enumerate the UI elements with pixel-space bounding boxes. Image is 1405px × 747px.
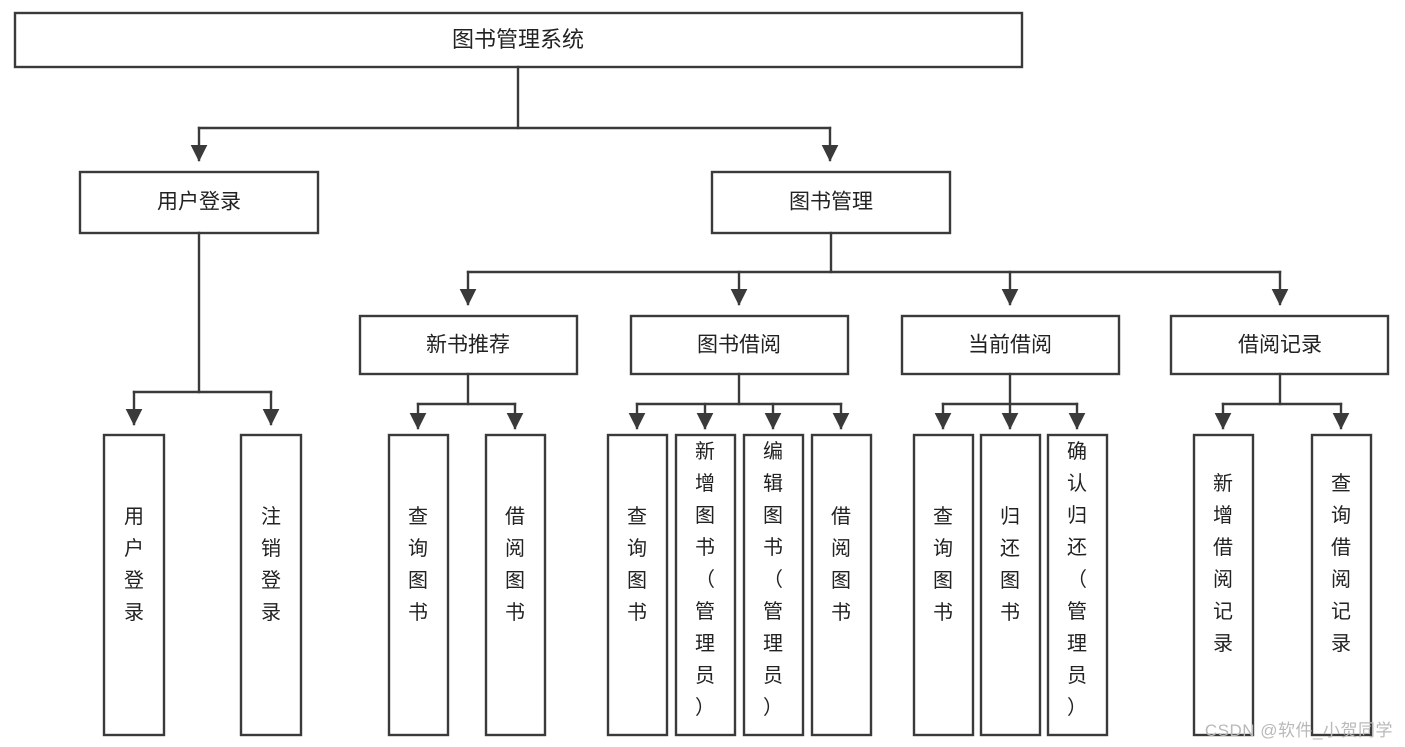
leaf-borrow-record-0[interactable]: 新增借阅记录 [1192, 433, 1255, 737]
leaf-borrow-record-1[interactable]: 查询借阅记录 [1310, 433, 1373, 737]
leaf-book-borrow-3-label: 借阅图书 [831, 505, 851, 624]
leaf-current-borrow-1[interactable]: 归还图书 [979, 433, 1042, 737]
leaf-current-borrow-0-label: 查询图书 [933, 505, 953, 624]
leaf-book-borrow-0[interactable]: 查询图书 [606, 433, 669, 737]
leaf-new-book-recommend-1-label: 借阅图书 [505, 505, 525, 624]
connector-user-login-to-leaves [125, 231, 280, 426]
leaf-book-borrow-1[interactable]: 新增图书（管理员） [674, 433, 737, 737]
leaf-user-login-1-label: 注销登录 [261, 505, 281, 624]
leaf-book-borrow-2-label: 编辑图书（管理员） [763, 440, 783, 719]
leaf-new-book-recommend-1[interactable]: 借阅图书 [484, 433, 547, 737]
node-root-label: 图书管理系统 [452, 27, 584, 52]
leaf-borrow-record-0-label: 新增借阅记录 [1213, 472, 1233, 655]
leaf-current-borrow-2[interactable]: 确认归还（管理员） [1046, 433, 1109, 737]
leaf-new-book-recommend-0[interactable]: 查询图书 [387, 433, 450, 737]
connector-new-book-recommend-to-leaves [409, 372, 524, 430]
node-book-management-label: 图书管理 [789, 191, 873, 214]
connector-book-management-to-level3 [459, 231, 1289, 306]
connector-book-borrow-to-leaves [628, 372, 850, 430]
node-current-borrow[interactable]: 当前借阅 [900, 314, 1121, 376]
leaf-current-borrow-0[interactable]: 查询图书 [912, 433, 975, 737]
node-user-login-label: 用户登录 [157, 191, 241, 214]
node-book-borrow[interactable]: 图书借阅 [629, 314, 850, 376]
leaf-new-book-recommend-0-label: 查询图书 [408, 505, 428, 624]
node-borrow-record[interactable]: 借阅记录 [1169, 314, 1390, 376]
leaf-user-login-0[interactable]: 用户登录 [102, 433, 166, 737]
leaf-borrow-record-1-label: 查询借阅记录 [1331, 472, 1351, 655]
leaf-current-borrow-2-label: 确认归还（管理员） [1067, 440, 1087, 719]
node-current-borrow-label: 当前借阅 [968, 334, 1052, 357]
node-user-login[interactable]: 用户登录 [78, 170, 320, 235]
node-new-book-recommend-label: 新书推荐 [426, 334, 510, 357]
leaf-book-borrow-1-label: 新增图书（管理员） [695, 440, 715, 719]
node-borrow-record-label: 借阅记录 [1238, 334, 1322, 357]
node-book-management[interactable]: 图书管理 [710, 170, 952, 235]
leaf-user-login-0-label: 用户登录 [124, 506, 144, 624]
leaf-current-borrow-1-label: 归还图书 [1000, 505, 1020, 624]
node-root[interactable]: 图书管理系统 [13, 11, 1024, 69]
leaf-book-borrow-2[interactable]: 编辑图书（管理员） [742, 433, 805, 737]
connector-borrow-record-to-leaves [1214, 372, 1350, 430]
node-book-borrow-label: 图书借阅 [697, 334, 781, 357]
leaf-user-login-1[interactable]: 注销登录 [239, 433, 303, 737]
connector-root-to-level2 [190, 65, 839, 162]
leaf-book-borrow-3[interactable]: 借阅图书 [810, 433, 873, 737]
connector-current-borrow-to-leaves [934, 372, 1086, 430]
node-new-book-recommend[interactable]: 新书推荐 [358, 314, 579, 376]
leaf-book-borrow-0-label: 查询图书 [627, 505, 647, 624]
